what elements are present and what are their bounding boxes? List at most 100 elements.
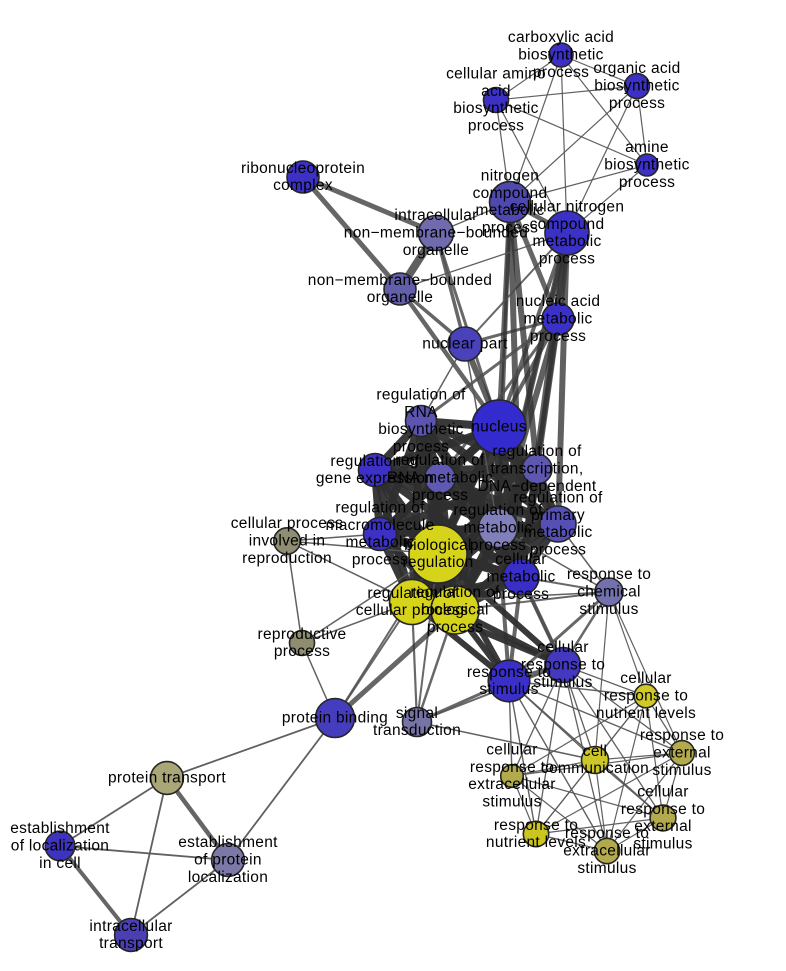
svg-text:cellular amino: cellular amino <box>446 66 546 83</box>
svg-text:external: external <box>653 745 711 762</box>
svg-text:process: process <box>609 95 665 112</box>
svg-text:process: process <box>412 487 468 504</box>
svg-text:signal: signal <box>396 705 438 722</box>
svg-text:process: process <box>530 542 586 559</box>
svg-text:cellular process: cellular process <box>231 515 343 532</box>
svg-text:cellular process: cellular process <box>356 602 468 619</box>
svg-text:metabolic: metabolic <box>523 524 592 541</box>
svg-text:cellular: cellular <box>620 670 672 687</box>
svg-text:stimulus: stimulus <box>652 762 711 779</box>
svg-text:extracellular: extracellular <box>468 776 555 793</box>
svg-text:stimulus: stimulus <box>482 794 541 811</box>
svg-text:response to: response to <box>565 825 649 842</box>
svg-text:reproduction: reproduction <box>242 550 332 567</box>
svg-text:biosynthetic: biosynthetic <box>378 421 463 438</box>
svg-text:extracellular: extracellular <box>563 843 650 860</box>
svg-text:response to: response to <box>604 688 688 705</box>
svg-text:gene expression: gene expression <box>316 470 434 487</box>
svg-text:RNA: RNA <box>404 404 438 421</box>
svg-text:reproductive: reproductive <box>258 626 347 643</box>
svg-text:non−membrane−bounded: non−membrane−bounded <box>308 272 492 289</box>
svg-text:process: process <box>468 117 524 134</box>
svg-text:transcription,: transcription, <box>491 461 584 478</box>
svg-text:primary: primary <box>531 507 585 524</box>
svg-text:biosynthetic: biosynthetic <box>604 157 689 174</box>
svg-text:nucleus: nucleus <box>471 419 527 436</box>
svg-text:biosynthetic: biosynthetic <box>594 78 679 95</box>
svg-text:process: process <box>482 219 538 236</box>
svg-text:intracellular: intracellular <box>394 207 477 224</box>
svg-text:metabolic: metabolic <box>475 202 544 219</box>
svg-text:nucleic acid: nucleic acid <box>516 293 601 310</box>
svg-text:DNA−dependent: DNA−dependent <box>478 478 597 495</box>
svg-text:process: process <box>530 328 586 345</box>
svg-text:in cell: in cell <box>39 855 81 872</box>
svg-text:organelle: organelle <box>403 242 469 259</box>
svg-text:stimulus: stimulus <box>577 860 636 877</box>
svg-text:complex: complex <box>273 177 333 194</box>
svg-text:carboxylic acid: carboxylic acid <box>508 29 614 46</box>
svg-text:process: process <box>274 643 330 660</box>
svg-text:response to: response to <box>567 566 651 583</box>
svg-text:regulation of: regulation of <box>335 500 425 517</box>
svg-text:organic acid: organic acid <box>593 60 680 77</box>
svg-text:process: process <box>470 537 526 554</box>
svg-text:compound: compound <box>530 216 605 233</box>
svg-text:cellular: cellular <box>637 784 689 801</box>
svg-text:metabolic: metabolic <box>532 233 601 250</box>
svg-text:transport: transport <box>99 935 163 952</box>
svg-text:ribonucleoprotein: ribonucleoprotein <box>241 160 365 177</box>
svg-text:transduction: transduction <box>373 722 461 739</box>
svg-text:process: process <box>393 438 449 455</box>
svg-text:response to: response to <box>494 817 578 834</box>
svg-text:metabolic: metabolic <box>523 311 592 328</box>
svg-text:regulation of: regulation of <box>376 387 466 404</box>
svg-text:establishment: establishment <box>10 820 110 837</box>
svg-text:regulation of: regulation of <box>395 452 485 469</box>
svg-text:process: process <box>533 64 589 81</box>
svg-text:regulation of: regulation of <box>330 453 420 470</box>
svg-text:RNA metabolic: RNA metabolic <box>387 470 493 487</box>
svg-text:nutrient levels: nutrient levels <box>486 834 586 851</box>
svg-text:protein binding: protein binding <box>282 710 388 727</box>
svg-text:acid: acid <box>481 83 511 100</box>
svg-text:nutrient levels: nutrient levels <box>596 705 696 722</box>
svg-text:response to: response to <box>467 664 551 681</box>
svg-text:response to: response to <box>621 801 705 818</box>
svg-text:cellular: cellular <box>537 639 589 656</box>
svg-text:cellular: cellular <box>495 551 547 568</box>
svg-text:protein transport: protein transport <box>108 770 226 787</box>
svg-text:process: process <box>427 619 483 636</box>
svg-text:regulation of: regulation of <box>492 443 582 460</box>
svg-text:stimulus: stimulus <box>479 681 538 698</box>
svg-text:regulation of: regulation of <box>410 584 500 601</box>
svg-text:metabolic: metabolic <box>463 520 532 537</box>
svg-text:amine: amine <box>625 139 669 156</box>
svg-text:biological: biological <box>404 537 472 554</box>
svg-text:biosynthetic: biosynthetic <box>453 100 538 117</box>
svg-text:regulation of: regulation of <box>367 585 457 602</box>
svg-text:biological: biological <box>421 602 489 619</box>
svg-text:metabolic: metabolic <box>345 534 414 551</box>
svg-text:external: external <box>634 818 692 835</box>
svg-text:cell: cell <box>583 743 607 760</box>
svg-text:of localization: of localization <box>11 838 109 855</box>
svg-text:process: process <box>352 552 408 569</box>
svg-text:process: process <box>493 586 549 603</box>
svg-text:localization: localization <box>188 869 268 886</box>
svg-text:metabolic: metabolic <box>486 569 555 586</box>
svg-text:nuclear part: nuclear part <box>422 336 508 353</box>
svg-text:non−membrane−bounded: non−membrane−bounded <box>344 225 528 242</box>
svg-text:cellular nitrogen: cellular nitrogen <box>510 199 625 216</box>
svg-text:involved in: involved in <box>249 533 326 550</box>
svg-text:response to: response to <box>640 727 724 744</box>
svg-text:organelle: organelle <box>367 289 433 306</box>
svg-text:communication: communication <box>541 760 649 777</box>
svg-text:compound: compound <box>473 185 548 202</box>
svg-text:cellular: cellular <box>486 742 538 759</box>
svg-text:chemical: chemical <box>577 584 641 601</box>
svg-text:nitrogen: nitrogen <box>481 168 539 185</box>
svg-text:regulation: regulation <box>402 554 473 571</box>
svg-text:establishment: establishment <box>178 834 278 851</box>
svg-text:stimulus: stimulus <box>633 836 692 853</box>
